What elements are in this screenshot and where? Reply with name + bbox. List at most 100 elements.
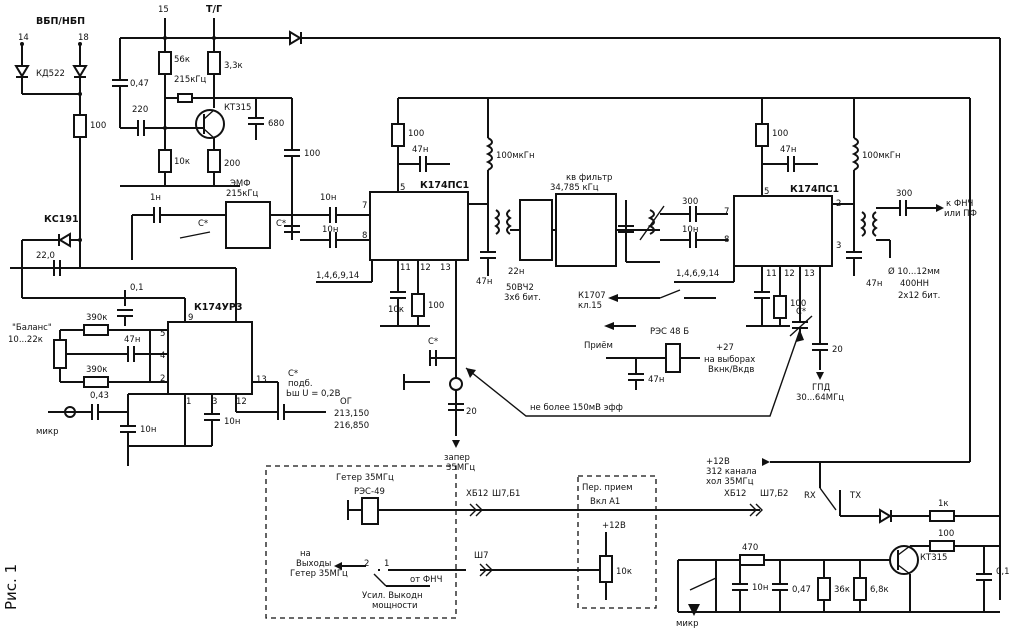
label-usil1: Усил. Выкодн [362, 591, 423, 601]
emf-filter-block [225, 201, 271, 249]
label-kv-freq: 34,785 кГц [550, 183, 599, 193]
resistor-200 [207, 149, 221, 173]
label-pin14: 14 [18, 33, 29, 43]
label-k174ur3: К174УР3 [194, 302, 243, 313]
label-rez49: РЭС-49 [354, 487, 385, 497]
pin-b3: 3 [836, 241, 841, 251]
label-core3: 2х12 бит. [898, 291, 940, 301]
label-c20-r: 20 [832, 345, 843, 355]
label-core2: 400НН [900, 279, 929, 289]
pin-a12: 12 [420, 263, 431, 273]
label-c10n-b: 10н [322, 225, 338, 235]
label-c47n-mid: 47н [412, 145, 428, 155]
relay-control-section: К1707 кл.15 РЭС 48 Б Приём 47н +27 на вы… [465, 289, 804, 417]
figure-label: Рис. 1 [2, 564, 20, 610]
label-r3-3k: 3,3к [224, 61, 243, 71]
label-kd522: КД522 [36, 69, 65, 79]
resistor-36k [817, 577, 831, 601]
label-c100: 100 [304, 149, 320, 159]
pin-12: 12 [236, 397, 247, 407]
resistor-6-8k [853, 577, 867, 601]
label-l2-note1: 50ВЧ2 [506, 283, 534, 293]
label-r200: 200 [224, 159, 240, 169]
label-r470: 470 [742, 543, 758, 553]
label-mikr: микр [36, 427, 58, 437]
label-c680: 680 [268, 119, 284, 129]
resistor-3-3k [207, 51, 221, 75]
label-zr1: 312 канала [706, 467, 757, 477]
label-kt315-top: КТ315 [224, 103, 251, 113]
label-zaper1: запер [444, 453, 470, 463]
pin-b5: 5 [764, 187, 769, 197]
label-plus27: +27 [716, 343, 734, 353]
label-c47n-ml: 47н [476, 277, 492, 287]
pin-b11: 11 [766, 269, 777, 279]
label-c10n-c: 10н [682, 225, 698, 235]
k174ur3-section: 0,1 К174УР3 9 5 4 2 1 3 12 13 "Баланс" 1… [8, 268, 369, 466]
label-r1k: 1к [938, 499, 949, 509]
label-l100-b: 100мкГн [862, 151, 901, 161]
label-pins-common-a: 1,4,6,9,14 [316, 271, 359, 281]
diode-kd522-a [14, 65, 30, 78]
resistor-100-bot [929, 540, 955, 552]
label-xtal: 215кГц [174, 75, 207, 85]
label-c22: 22,0 [36, 251, 55, 261]
pin-a8: 8 [362, 231, 367, 241]
resistor-56k [158, 51, 172, 75]
label-k174ps1-b: К174ПС1 [790, 184, 839, 195]
label-emf-freq: 215кГц [226, 189, 259, 199]
label-mikr-bot: микр [676, 619, 698, 629]
diode-kd522-b [72, 65, 88, 78]
label-pins-common-b: 1,4,6,9,14 [676, 269, 719, 279]
label-w7: Ш7 [474, 551, 489, 561]
label-c1n: 1н [150, 193, 161, 203]
label-k174ps1-a: К174ПС1 [420, 180, 469, 191]
label-c47n-far: 47н [866, 279, 882, 289]
label-r10k-top: 10к [174, 157, 190, 167]
quartz-filter-block [555, 193, 617, 267]
label-c10n-low: 10н [140, 425, 156, 435]
resistor-100-right [755, 123, 769, 147]
label-balans-range: 10...22к [8, 335, 43, 345]
label-sw1: 1 [384, 559, 389, 569]
mixer-1-section: 100 47н К174ПС1 5 7 8 11 12 13 1,4,6,9,1… [316, 97, 970, 473]
label-c01: 0,1 [130, 283, 144, 293]
label-w7-51: Ш7,Б1 [492, 489, 520, 499]
label-cstar-note2: подб. [288, 379, 313, 389]
power-input-section: ВБП/НБП 14 18 КД522 100 [14, 16, 106, 242]
label-na-vyp1: на выборах [704, 355, 755, 365]
label-l2-note2: 3х6 бит. [504, 293, 541, 303]
label-c47n-relay: 47н [648, 375, 664, 385]
pin-4: 4 [160, 351, 165, 361]
pin-b7: 7 [724, 207, 729, 217]
label-c300-a: 300 [682, 197, 698, 207]
pin-b8: 8 [724, 235, 729, 245]
label-kt315-bot: КТ315 [920, 553, 947, 563]
diode-top [289, 30, 302, 46]
label-kt707: К1707 [578, 291, 606, 301]
resistor-100-mid2 [411, 293, 425, 317]
label-c10n-low2: 10н [224, 417, 240, 427]
label-per-priem: Пер. прием [582, 483, 633, 493]
label-core1: Ø 10...12мм [888, 266, 940, 277]
label-r100-r: 100 [790, 299, 806, 309]
label-rx: RX [804, 491, 816, 501]
label-w7-52: Ш7,Б2 [760, 489, 788, 499]
pin-a13: 13 [440, 263, 451, 273]
resistor-100-r [773, 295, 787, 319]
label-na-vyhod1: на [300, 549, 311, 559]
label-kc191: КС191 [44, 214, 79, 225]
label-c22n: 22н [508, 267, 524, 277]
label-r390k-b: 390к [86, 365, 107, 375]
label-cstar-mid: С* [428, 337, 438, 347]
crystal-215khz [177, 93, 193, 103]
label-pin18: 18 [78, 33, 89, 43]
label-out-fnch: к ФНЧ [946, 199, 973, 209]
label-ne-bolee: не более 150мВ эфф [530, 403, 623, 413]
label-tlg: Т/Г [206, 4, 222, 15]
label-sw2: 2 [364, 559, 369, 569]
pin-b12: 12 [784, 269, 795, 279]
heterodyne-box [265, 465, 457, 619]
label-rez48: РЭС 48 Б [650, 327, 689, 337]
relay-rez49 [361, 497, 379, 525]
